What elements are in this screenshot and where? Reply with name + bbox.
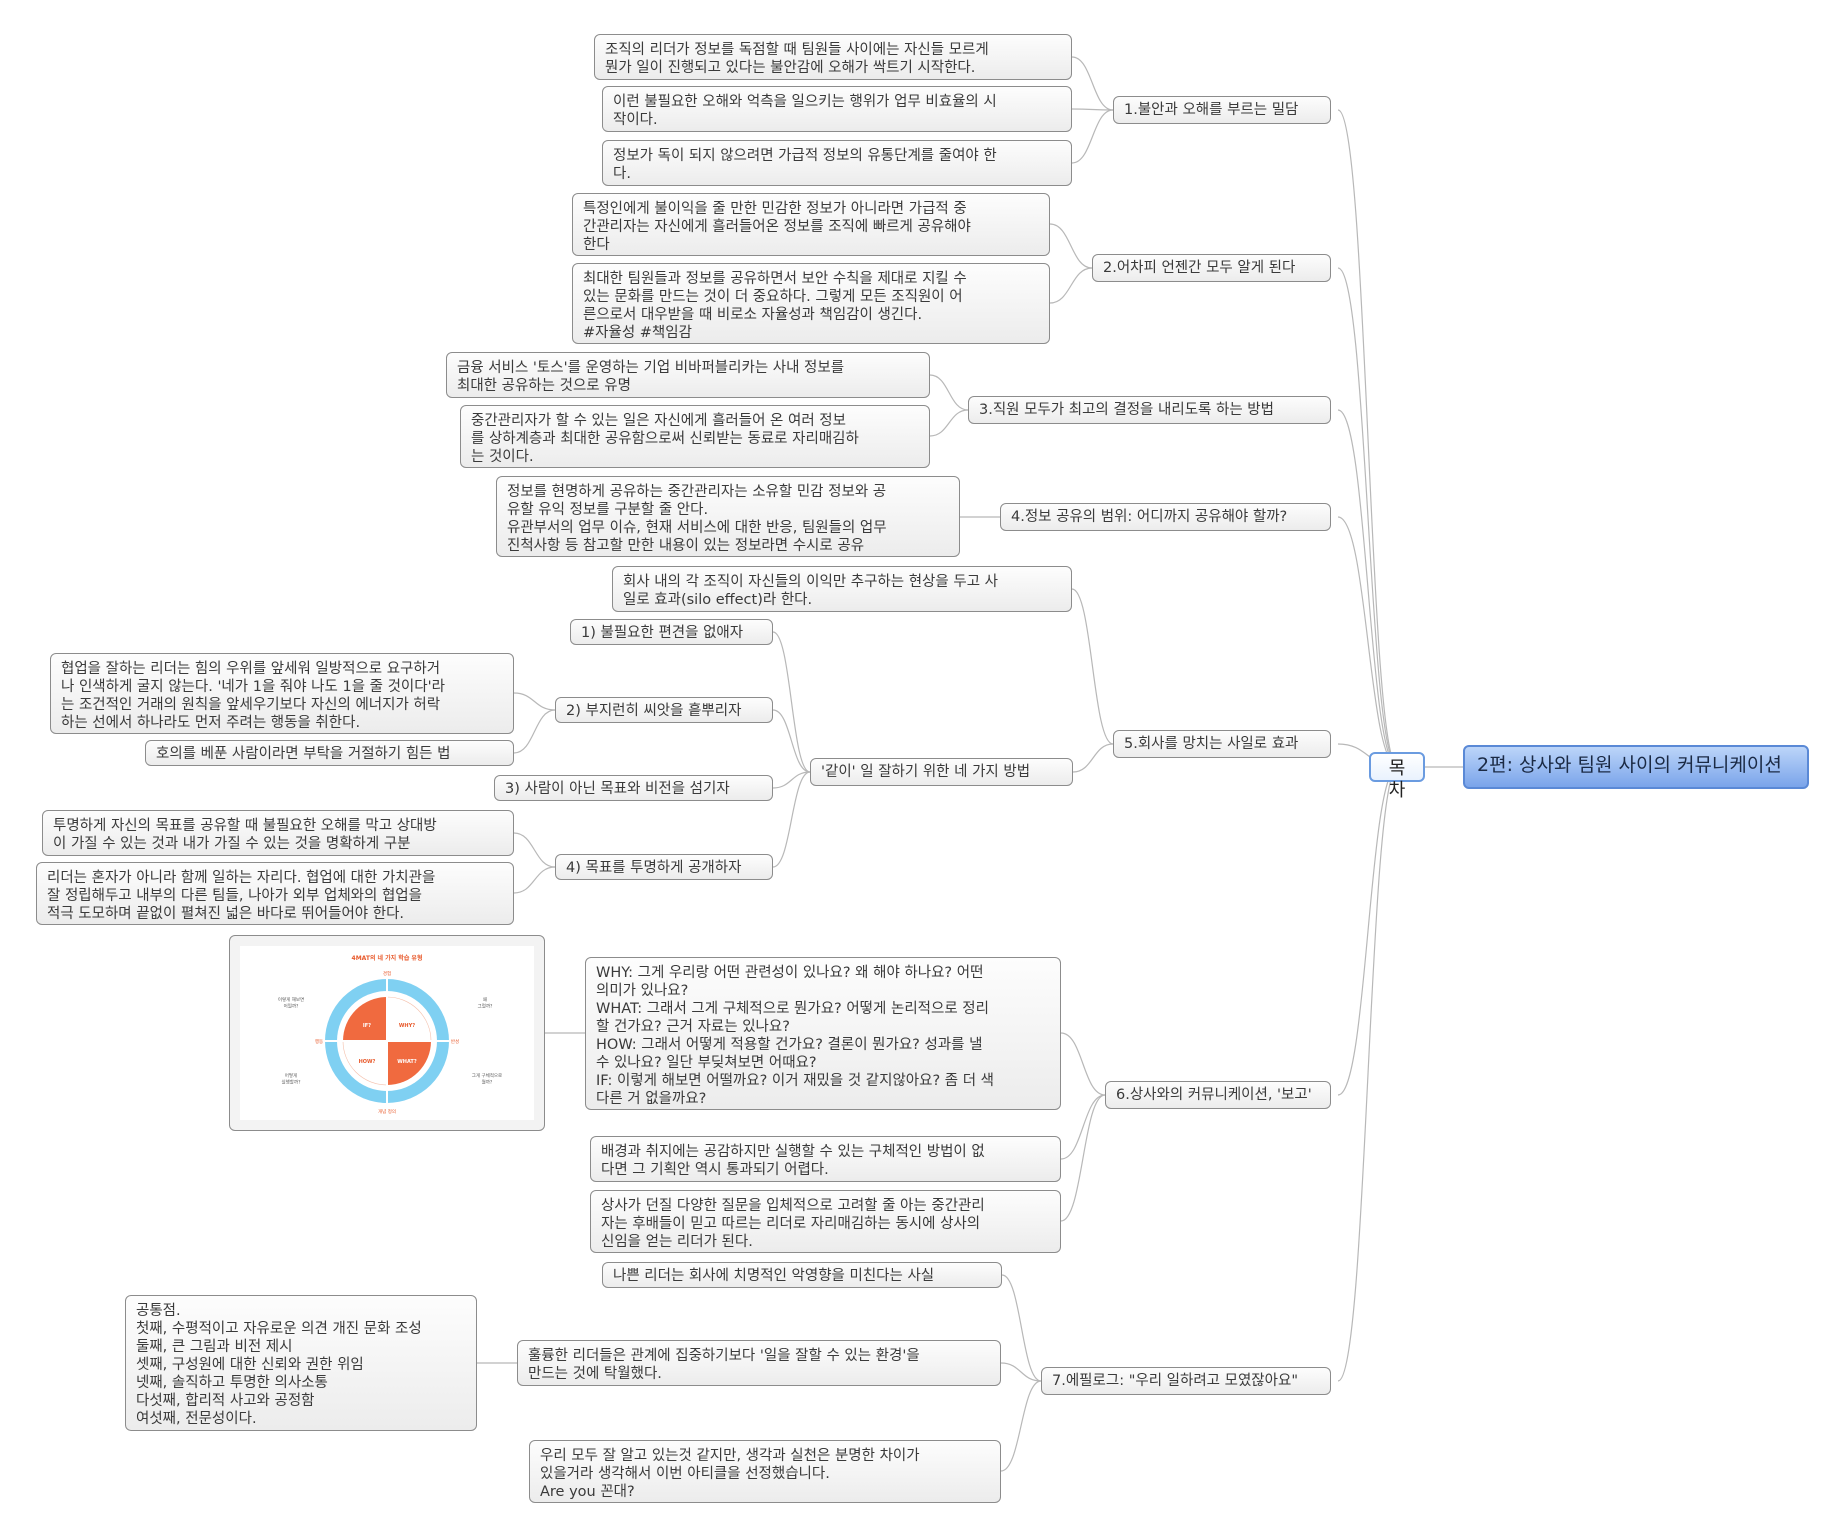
section-1-note[interactable]: 조직의 리더가 정보를 독점할 때 팀원들 사이에는 자신들 모르게 뭔가 일이…	[594, 34, 1072, 80]
section-2-note[interactable]: 특정인에게 불이익을 줄 만한 민감한 정보가 아니라면 가급적 중 간관리자는…	[572, 193, 1050, 256]
fourmat-question: 이렇게 해보면	[278, 996, 304, 1003]
section-4-note[interactable]: 정보를 현명하게 공유하는 중간관리자는 소유할 민감 정보와 공 유할 유익 …	[496, 476, 960, 557]
connector-line	[1337, 267, 1399, 768]
connector-line	[1337, 766, 1399, 1096]
section-7-common-points[interactable]: 공통점. 첫째, 수평적이고 자유로운 의견 개진 문화 조성 둘째, 큰 그림…	[125, 1295, 477, 1431]
section-6-title[interactable]: 6.상사와의 커뮤니케이션, '보고'	[1105, 1081, 1331, 1109]
connector-line	[1071, 109, 1114, 164]
connector-line	[1001, 1274, 1042, 1382]
fourmat-ring-label: 개념 정의	[378, 1108, 396, 1115]
fourmat-question: 그게 구체적으로	[472, 1072, 502, 1079]
connector-line	[772, 709, 811, 773]
connector-line	[772, 771, 811, 868]
section-7-note[interactable]: 나쁜 리더는 회사에 치명적인 악영향을 미친다는 사실	[602, 1262, 1002, 1288]
section-7-note[interactable]: 훌륭한 리더들은 관계에 집중하기보다 '일을 잘할 수 있는 환경'을 만드는…	[517, 1340, 1001, 1386]
connector-line	[1000, 1380, 1042, 1472]
fourmat-quadrant-label: IF?	[363, 1023, 371, 1029]
fourmat-ring-label: 반성	[451, 1038, 459, 1045]
section-3-title[interactable]: 3.직원 모두가 최고의 결정을 내리도록 하는 방법	[968, 396, 1331, 424]
fourmat-quadrant	[386, 996, 432, 1042]
connector-line	[929, 374, 969, 411]
method-4[interactable]: 4) 목표를 투명하게 공개하자	[555, 854, 773, 880]
section-3-note[interactable]: 금융 서비스 '토스'를 운영하는 기업 비바퍼블리카는 사내 정보를 최대한 …	[446, 352, 930, 398]
section-1-note[interactable]: 정보가 독이 되지 않으려면 가급적 정보의 유통단계를 줄여야 한 다.	[602, 140, 1072, 186]
section-3-note[interactable]: 중간관리자가 할 수 있는 일은 자신에게 흘러들어 온 여러 정보 를 상하계…	[460, 405, 930, 468]
connector-line	[929, 409, 969, 437]
fourmat-question: 왜	[483, 996, 487, 1003]
fourmat-ring-label: 행동	[315, 1038, 323, 1045]
connector-line	[513, 832, 556, 868]
connector-line	[1049, 223, 1093, 269]
fourmat-quadrant	[387, 1041, 431, 1085]
root-topic[interactable]: 2편: 상사와 팀원 사이의 커뮤니케이션	[1463, 745, 1809, 789]
connector-line	[513, 692, 556, 711]
section-7-note[interactable]: 우리 모두 잘 알고 있는것 같지만, 생각과 실천은 분명한 차이가 있을거라…	[529, 1440, 1001, 1503]
connector-line	[1000, 1362, 1042, 1382]
connector-line	[1049, 267, 1093, 304]
fourmat-question: 뭘까?	[482, 1079, 493, 1086]
section-2-note[interactable]: 최대한 팀원들과 정보를 공유하면서 보안 수칙을 제대로 지킬 수 있는 문화…	[572, 263, 1050, 344]
method-2-note[interactable]: 호의를 베푼 사람이라면 부탁을 거절하기 힘든 법	[145, 740, 514, 766]
connector-line	[1337, 766, 1399, 1382]
connector-line	[513, 866, 556, 894]
fourmat-title: 4MAT의 네 가지 학습 유형	[352, 954, 423, 962]
connector-line	[513, 709, 556, 754]
fourmat-quadrant	[343, 997, 387, 1041]
section-5-title[interactable]: 5.회사를 망치는 사일로 효과	[1113, 730, 1331, 758]
fourmat-ring-label: 경험	[383, 970, 391, 977]
section-4-title[interactable]: 4.정보 공유의 범위: 어디까지 공유해야 할까?	[1000, 503, 1331, 531]
method-4-note[interactable]: 투명하게 자신의 목표를 공유할 때 불필요한 오해를 막고 상대방 이 가질 …	[42, 810, 514, 856]
method-4-note[interactable]: 리더는 혼자가 아니라 함께 일하는 자리다. 협업에 대한 가치관을 잘 정립…	[36, 862, 514, 925]
section-1-note[interactable]: 이런 불필요한 오해와 억측을 일으키는 행위가 업무 비효율의 시 작이다.	[602, 86, 1072, 132]
method-3[interactable]: 3) 사람이 아닌 목표와 비전을 섬기자	[494, 775, 773, 801]
method-2[interactable]: 2) 부지런히 씨앗을 흩뿌리자	[555, 697, 773, 723]
section-7-title[interactable]: 7.에필로그: "우리 일하려고 모였잖아요"	[1041, 1367, 1331, 1395]
connector-line	[1060, 1032, 1106, 1096]
connector-line	[1337, 516, 1399, 768]
fourmat-question: 어떨까?	[284, 1003, 299, 1010]
fourmat-question: 어떻게	[285, 1072, 297, 1079]
connector-line	[1071, 588, 1114, 745]
section-6-note[interactable]: 상사가 던질 다양한 질문을 입체적으로 고려할 줄 아는 중간관리 자는 후배…	[590, 1190, 1061, 1253]
section-6-note[interactable]: WHY: 그게 우리랑 어떤 관련성이 있나요? 왜 해야 하나요? 어떤 의미…	[585, 957, 1061, 1110]
connector-line	[772, 631, 811, 773]
connector-line	[1337, 109, 1399, 768]
section-6-note[interactable]: 배경과 취지에는 공감하지만 실행할 수 있는 구체적인 방법이 없 다면 그 …	[590, 1136, 1061, 1182]
toc-topic[interactable]: 목차	[1369, 752, 1425, 801]
section-2-title[interactable]: 2.어차피 언젠간 모두 알게 된다	[1092, 254, 1331, 282]
connector-line	[1060, 1094, 1106, 1160]
section-5-note[interactable]: 회사 내의 각 조직이 자신들의 이익만 추구하는 현상을 두고 사 일로 효과…	[612, 566, 1072, 612]
connector-line	[1071, 56, 1114, 111]
section-1-title[interactable]: 1.불안과 오해를 부르는 밀담	[1113, 96, 1331, 124]
connector-line	[1060, 1094, 1106, 1222]
fourmat-quadrant-label: WHAT?	[397, 1059, 417, 1065]
fourmat-quadrant-label: HOW?	[359, 1059, 376, 1065]
connector-line	[1337, 409, 1399, 768]
fourmat-question: 그럴까?	[478, 1003, 493, 1010]
method-2-note[interactable]: 협업을 잘하는 리더는 힘의 우위를 앞세워 일방적으로 요구하거 나 인색하게…	[50, 653, 514, 734]
fourmat-quadrant-label: WHY?	[399, 1023, 415, 1029]
connector-line	[1072, 743, 1114, 773]
section-5-subtopic[interactable]: '같이' 일 잘하기 위한 네 가지 방법	[810, 758, 1073, 786]
fourmat-quadrant	[342, 1040, 388, 1086]
connector-line	[772, 771, 811, 789]
fourmat-question: 실행할까?	[282, 1079, 302, 1086]
method-1[interactable]: 1) 불필요한 편견을 없애자	[570, 619, 773, 645]
connector-line	[1071, 108, 1114, 111]
